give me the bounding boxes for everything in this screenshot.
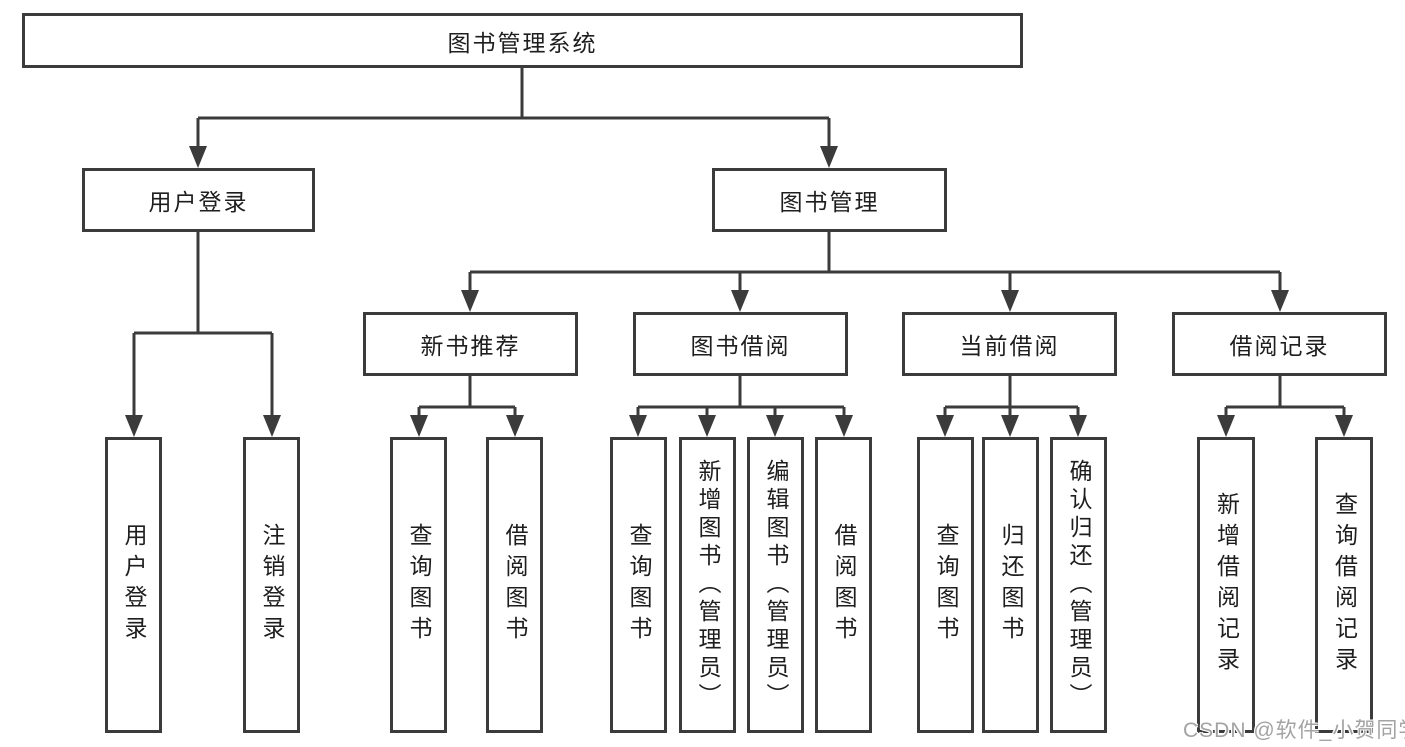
leaf-current-query-books: 查询图书	[917, 437, 974, 733]
node-current-borrowing: 当前借阅	[902, 312, 1117, 376]
node-book-management: 图书管理	[712, 168, 947, 232]
leaf-user-login: 用户登录	[105, 437, 162, 733]
node-user-login: 用户登录	[82, 168, 315, 232]
leaf-borrowing-borrow-books: 借阅图书	[815, 437, 872, 733]
leaf-borrowing-edit-books-admin: 编辑图书（管理员）	[747, 437, 804, 733]
leaf-current-return-books: 归还图书	[982, 437, 1039, 733]
leaf-recommend-query-books: 查询图书	[390, 437, 447, 733]
leaf-logout: 注销登录	[243, 437, 300, 733]
leaf-borrowing-add-books-admin: 新增图书（管理员）	[679, 437, 736, 733]
node-borrowing-records: 借阅记录	[1172, 312, 1387, 376]
leaf-recommend-borrow-books: 借阅图书	[486, 437, 543, 733]
leaf-borrowing-query-books: 查询图书	[610, 437, 667, 733]
watermark-csdn: CSDN @软件_小贺同学	[1183, 719, 1405, 742]
node-library-system: 图书管理系统	[22, 13, 1023, 68]
leaf-records-add-record: 新增借阅记录	[1197, 437, 1255, 733]
node-book-borrowing: 图书借阅	[633, 312, 848, 376]
leaf-current-confirm-return-admin: 确认归还（管理员）	[1050, 437, 1107, 733]
node-new-book-recommend: 新书推荐	[363, 312, 578, 376]
leaf-records-query-record: 查询借阅记录	[1315, 437, 1373, 733]
